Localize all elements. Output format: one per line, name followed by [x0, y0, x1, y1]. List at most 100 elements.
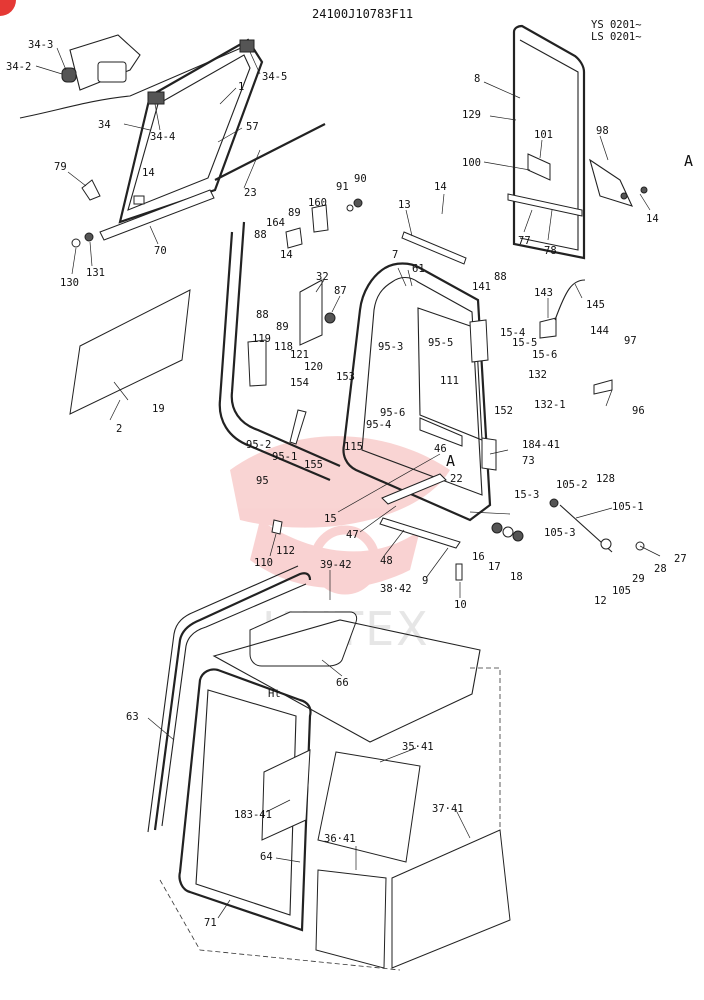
callout-labels: 34-3 34-2 34-5 1 34 34-4 57 79 14 23 70 … [6, 39, 693, 929]
callout-91: 91 [336, 181, 349, 193]
callout-105: 105 [612, 585, 631, 597]
callout-10: 10 [454, 599, 467, 611]
callout-18: 18 [510, 571, 523, 583]
callout-155: 155 [304, 459, 323, 471]
side-glass-panel [69, 289, 191, 415]
callout-128: 128 [596, 473, 615, 485]
callout-ref-a-door: A [446, 452, 455, 470]
callout-70: 70 [154, 245, 167, 257]
callout-90: 90 [354, 173, 367, 185]
callout-95-4: 95-4 [366, 419, 391, 431]
callout-17: 17 [488, 561, 501, 573]
callout-1: 1 [238, 81, 244, 93]
part-code: 24100J10783F11 [312, 7, 413, 21]
callout-95-3: 95-3 [378, 341, 403, 353]
callout-ref-a-top: A [684, 152, 693, 170]
callout-152: 152 [494, 405, 513, 417]
callout-119: 119 [252, 333, 271, 345]
callout-ht: Ht [268, 688, 281, 700]
callout-34: 34 [98, 119, 111, 131]
callout-95-6: 95-6 [380, 407, 405, 419]
callout-36-41: 36·41 [324, 833, 356, 845]
callout-88-c: 88 [494, 271, 507, 283]
callout-28: 28 [654, 563, 667, 575]
callout-184-41: 184-41 [522, 439, 560, 451]
callout-144: 144 [590, 325, 609, 337]
callout-37-41: 37·41 [432, 803, 464, 815]
rear-window-assembly [507, 24, 648, 260]
callout-145: 145 [586, 299, 605, 311]
callout-96: 96 [632, 405, 645, 417]
callout-15-5: 15-5 [512, 337, 537, 349]
callout-16: 16 [472, 551, 485, 563]
callout-89-b: 89 [276, 321, 289, 333]
callout-121: 121 [290, 349, 309, 361]
callout-87: 87 [334, 285, 347, 297]
door-assembly [218, 221, 497, 549]
serial-range-1: YS 0201~ [591, 19, 642, 31]
callout-95-1: 95-1 [272, 451, 297, 463]
callout-118: 118 [274, 341, 293, 353]
callout-39-42: 39-42 [320, 559, 352, 571]
callout-63: 63 [126, 711, 139, 723]
callout-97: 97 [624, 335, 637, 347]
callout-95: 95 [256, 475, 269, 487]
callout-88-b: 88 [256, 309, 269, 321]
callout-15-3: 15-3 [514, 489, 539, 501]
callout-57: 57 [246, 121, 259, 133]
callout-105-1: 105-1 [612, 501, 644, 513]
callout-38-42: 38·42 [380, 583, 412, 595]
serial-range-2: LS 0201~ [591, 31, 642, 43]
callout-14-d: 14 [280, 249, 293, 261]
callout-34-3: 34-3 [28, 39, 53, 51]
callout-48: 48 [380, 555, 393, 567]
callout-105-3: 105-3 [544, 527, 576, 539]
callout-95-5: 95-5 [428, 337, 453, 349]
roof-window-assembly [19, 34, 326, 248]
callout-183-41: 183-41 [234, 809, 272, 821]
callout-164: 164 [266, 217, 285, 229]
callout-15-4: 15-4 [500, 327, 525, 339]
callout-14-c: 14 [434, 181, 447, 193]
leader-lines [35, 47, 661, 919]
callout-111: 111 [440, 375, 459, 387]
callout-95-2: 95-2 [246, 439, 271, 451]
callout-112: 112 [276, 545, 295, 557]
callout-154: 154 [290, 377, 309, 389]
callout-22: 22 [450, 473, 463, 485]
callout-153: 153 [336, 371, 355, 383]
callout-23: 23 [244, 187, 257, 199]
callout-77: 77 [518, 235, 531, 247]
callout-32: 32 [316, 271, 329, 283]
callout-141: 141 [472, 281, 491, 293]
callout-27: 27 [674, 553, 687, 565]
callout-120: 120 [304, 361, 323, 373]
callout-101: 101 [534, 129, 553, 141]
callout-79: 79 [54, 161, 67, 173]
callout-73: 73 [522, 455, 535, 467]
callout-14-b: 14 [646, 213, 659, 225]
callout-105-2: 105-2 [556, 479, 588, 491]
callout-98: 98 [596, 125, 609, 137]
callout-71: 71 [204, 917, 217, 929]
callout-129: 129 [462, 109, 481, 121]
callout-132: 132 [528, 369, 547, 381]
callout-19: 19 [152, 403, 165, 415]
callout-35-41: 35·41 [402, 741, 434, 753]
callout-12: 12 [594, 595, 607, 607]
callout-131: 131 [86, 267, 105, 279]
callout-61: 61 [412, 263, 425, 275]
callout-29: 29 [632, 573, 645, 585]
callout-34-2: 34-2 [6, 61, 31, 73]
callout-2: 2 [116, 423, 122, 435]
corner-marker [0, 0, 16, 16]
callout-8: 8 [474, 73, 480, 85]
callout-46: 46 [434, 443, 447, 455]
callout-34-4: 34-4 [150, 131, 175, 143]
callout-34-5: 34-5 [262, 71, 287, 83]
callout-64: 64 [260, 851, 273, 863]
callout-143: 143 [534, 287, 553, 299]
callout-115: 115 [344, 441, 363, 453]
callout-15: 15 [324, 513, 337, 525]
